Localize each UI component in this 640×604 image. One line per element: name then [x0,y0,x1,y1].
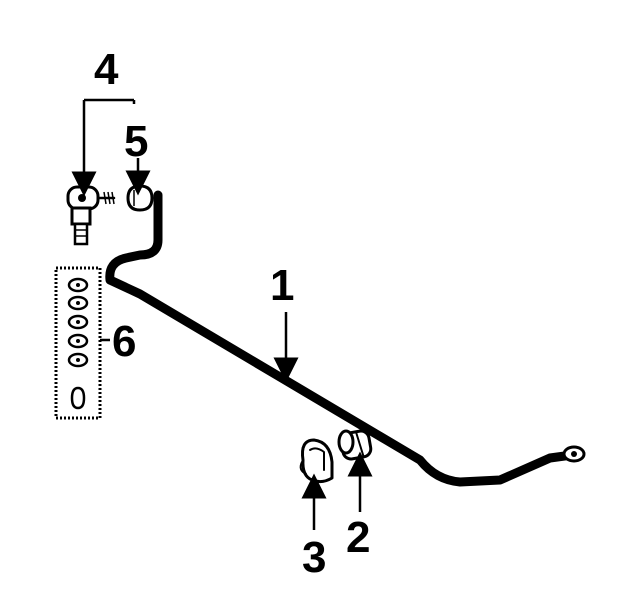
callout-1: 1 [270,261,294,310]
leader-lines [71,98,373,530]
callout-5: 5 [124,117,148,166]
stabilizer-link [66,185,116,246]
bracket [299,438,334,484]
link-nut [126,184,154,212]
stabilizer-bar [105,190,586,487]
callout-4: 4 [94,45,119,94]
callout-2: 2 [346,513,370,562]
callout-3: 3 [302,533,326,582]
bushing [337,429,373,461]
link-kit [54,266,102,420]
callout-6: 6 [112,317,136,366]
